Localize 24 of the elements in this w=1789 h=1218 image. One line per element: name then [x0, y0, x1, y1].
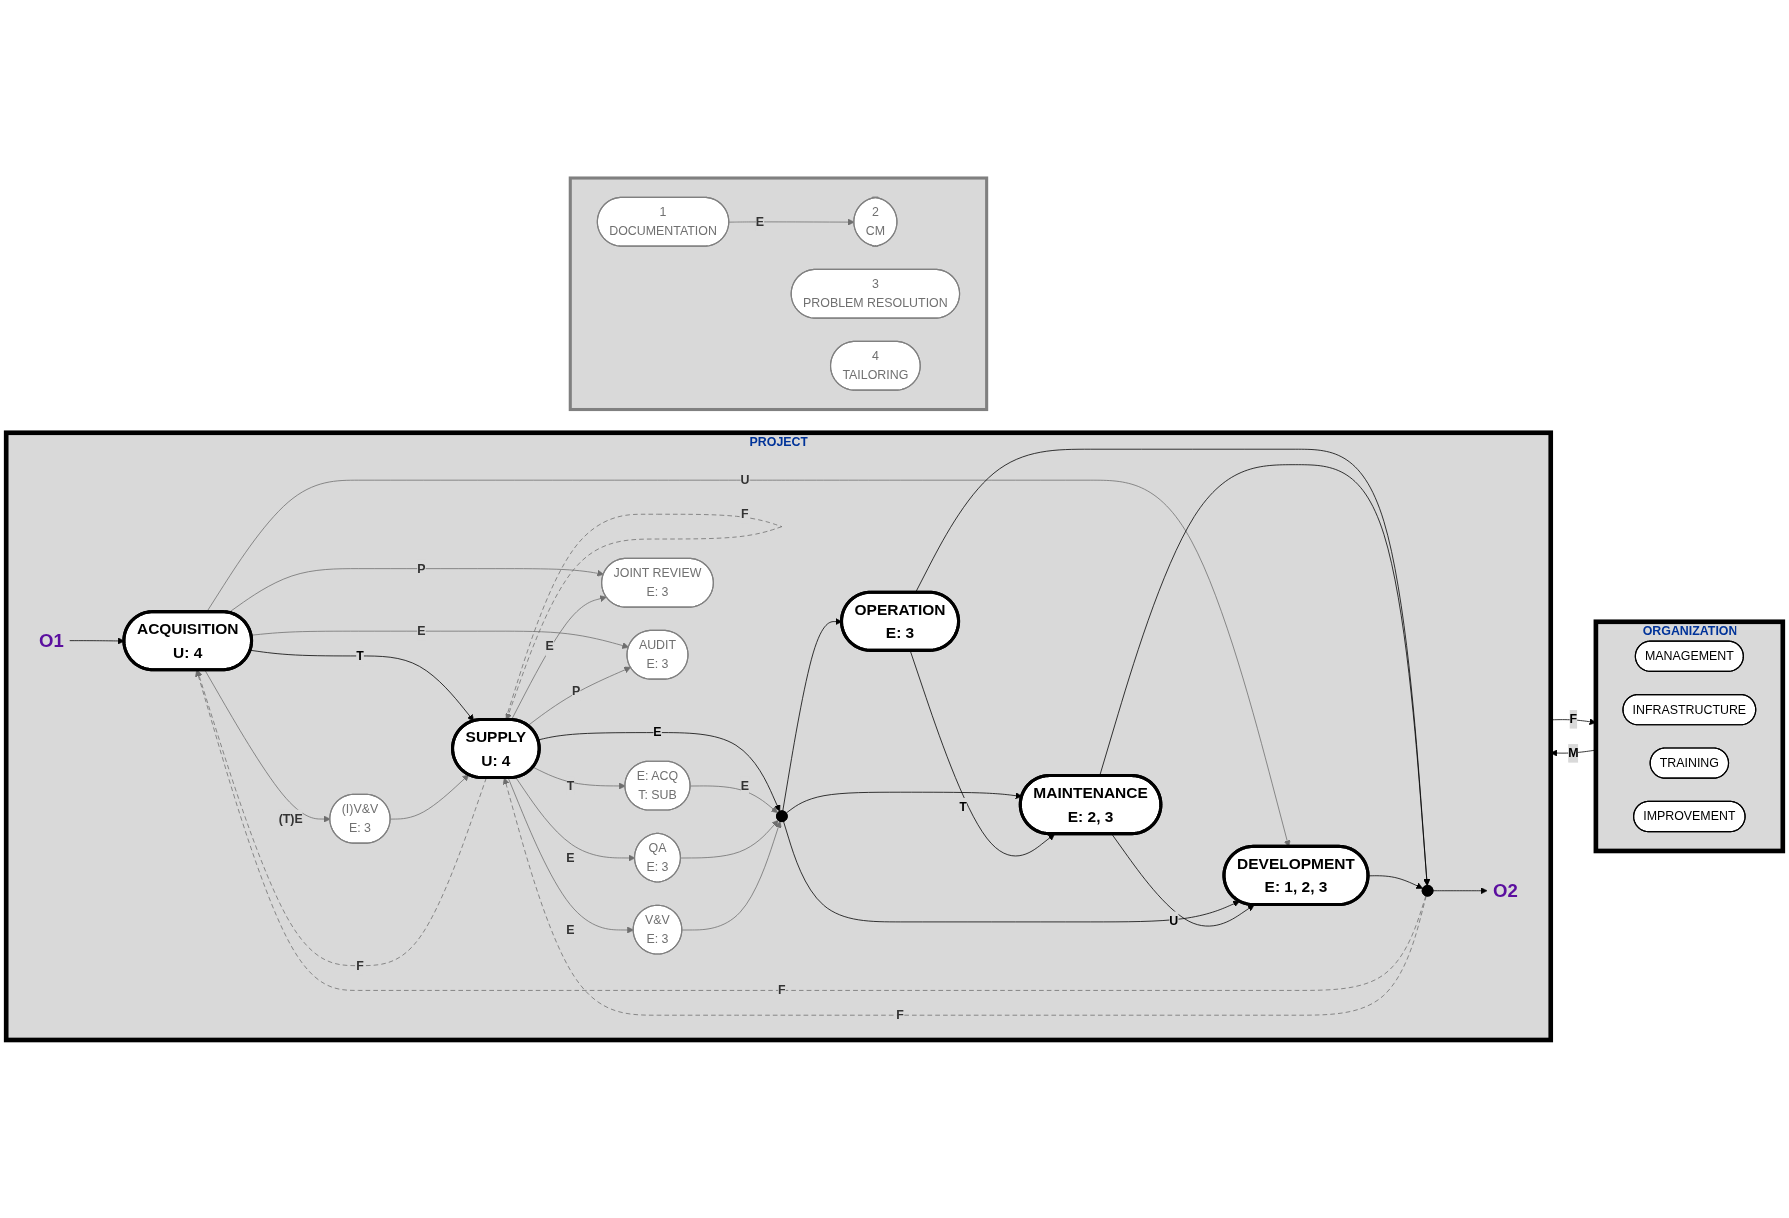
edge-label: T [356, 648, 364, 663]
node-text: O1 [39, 629, 64, 651]
edge-label: F [741, 507, 749, 521]
edge-label: T [566, 778, 575, 792]
edge-label: U [740, 473, 750, 487]
edge-label: P [417, 561, 426, 575]
edge-label: F [1569, 712, 1578, 726]
edge-label: E [566, 850, 575, 864]
edge-label: E [740, 778, 750, 792]
edge-label: E [566, 922, 575, 936]
edge-label: P [572, 684, 581, 698]
edge-label: U [1169, 913, 1179, 927]
cluster [568, 176, 989, 412]
edge-label: (T)E [278, 811, 303, 825]
edge-label: E [545, 639, 554, 653]
edge-label: F [896, 1008, 904, 1022]
edge-label: F [356, 958, 364, 972]
edge-label: F [778, 983, 786, 997]
node-text: O2 [1493, 879, 1518, 901]
edge-label: M [1568, 746, 1579, 760]
edge-label: E [755, 214, 765, 228]
edge-label: T [959, 800, 967, 814]
edge-label: E [417, 624, 426, 638]
edge-label: E [653, 725, 662, 739]
